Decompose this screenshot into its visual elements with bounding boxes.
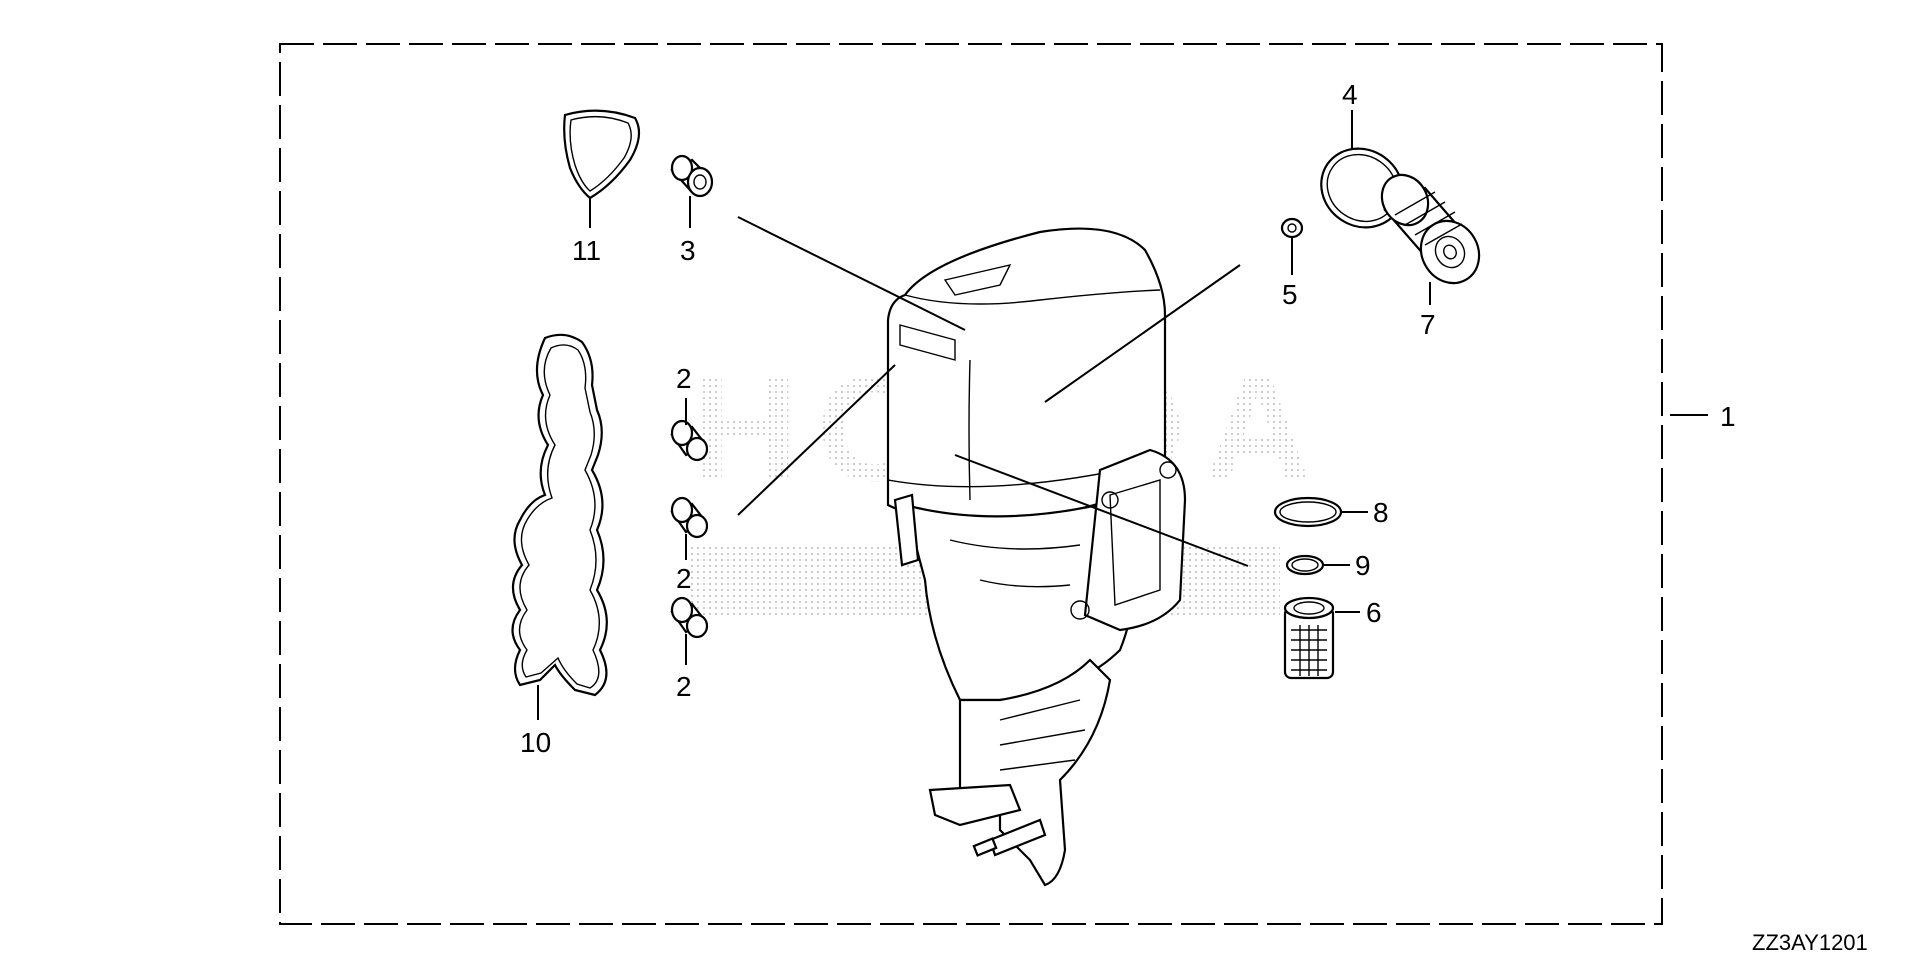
part-5-washer xyxy=(1280,217,1304,275)
callout-2-middle: 2 xyxy=(676,563,692,594)
callout-10: 10 xyxy=(520,727,551,758)
leader-lines xyxy=(737,216,1708,567)
callout-2-bottom: 2 xyxy=(676,671,692,702)
callout-3: 3 xyxy=(680,235,696,266)
callout-9: 9 xyxy=(1355,550,1371,581)
part-7-oil-filter xyxy=(1380,173,1481,305)
part-2-spacer-c xyxy=(670,596,709,665)
callout-5: 5 xyxy=(1282,279,1298,310)
part-10-gasket xyxy=(511,333,608,720)
callout-1: 1 xyxy=(1720,401,1736,432)
callout-4: 4 xyxy=(1342,79,1358,110)
callout-8: 8 xyxy=(1373,497,1389,528)
part-6-strainer xyxy=(1283,596,1360,680)
callout-6: 6 xyxy=(1366,597,1382,628)
part-9-o-ring xyxy=(1285,554,1350,576)
kit-boundary xyxy=(279,43,1663,925)
callout-2-top: 2 xyxy=(676,363,692,394)
part-8-o-ring xyxy=(1273,496,1368,528)
part-3-bushing xyxy=(670,154,714,228)
part-2-spacer-a xyxy=(670,398,709,462)
callout-11: 11 xyxy=(572,235,601,266)
diagram-code: ZZ3AY1201 xyxy=(1752,930,1868,955)
part-2-spacer-b xyxy=(670,496,709,560)
callout-labels: 1 2 2 2 3 4 5 6 7 8 9 10 11 xyxy=(520,79,1736,758)
outboard-motor-illustration xyxy=(886,227,1187,887)
callout-7: 7 xyxy=(1420,309,1436,340)
part-11-gasket xyxy=(563,109,641,228)
